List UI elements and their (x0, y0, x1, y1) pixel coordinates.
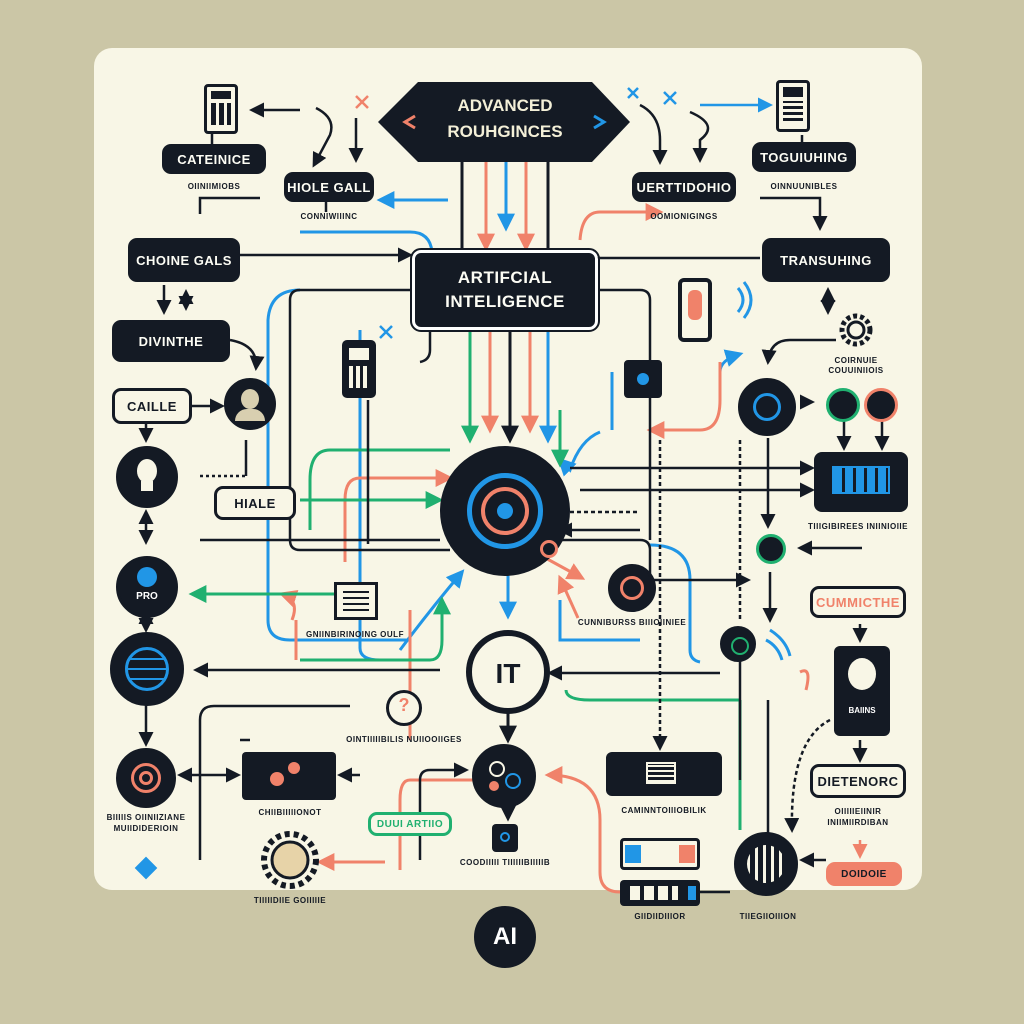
title-arrow-right (593, 114, 607, 130)
radar-icon[interactable] (608, 564, 656, 612)
document-icon[interactable] (334, 582, 378, 620)
screen-sub: GNIINBIRINOING OULF (306, 630, 404, 639)
processor-inner-ring-icon (481, 487, 529, 535)
red-tag[interactable]: DOIDOIE (826, 862, 902, 886)
phone-icon[interactable] (342, 340, 376, 398)
top-left-box[interactable]: CATEINICE (162, 144, 266, 174)
gear-bottom-icon (261, 831, 319, 889)
question-icon[interactable]: ? (386, 690, 422, 726)
green-tag[interactable]: DUUI ARTIIO (368, 812, 452, 836)
top-right-box[interactable]: TOGUIUHING (752, 142, 856, 172)
ai-badge-label: AI (493, 923, 517, 950)
mid-left-box[interactable]: HIOLE GALL (284, 172, 374, 202)
id-card-icon[interactable]: BAIINS (834, 646, 890, 736)
device-sub: CAMINNTOIIIOBILIK (621, 806, 707, 815)
media-device-icon[interactable] (606, 752, 722, 796)
top-right-sub: OINNUUNIBLES (770, 182, 838, 191)
diagnostics-sub: OIIIIIEIINIR INIIMIIRDIBAN (827, 807, 889, 827)
molecule-icon[interactable] (472, 744, 536, 808)
gear-sub: COIRNUIE COUUINIIOIS (828, 356, 884, 375)
orange-side-sub: BIIIIIS OIINIIZIANE MUIIDIDERIOIN (106, 813, 186, 833)
hiale-box[interactable]: HIALE (214, 486, 296, 520)
chip-icon[interactable] (738, 378, 796, 436)
title-line-2: ROUHGINCES (447, 122, 563, 141)
connective-box[interactable]: CUMMICTHE (810, 586, 906, 618)
title-line-1: ADVANCED (457, 96, 553, 115)
processor-core-dot (497, 503, 513, 519)
green-ring-icon[interactable] (756, 534, 786, 564)
processor-ring-icon (467, 473, 543, 549)
signal-node-icon[interactable] (720, 626, 756, 662)
core-line-1: ARTIFCIAL (457, 268, 553, 287)
bottom-far-right-sub: TIIEGIIOIIION (739, 912, 797, 921)
location-pin-icon[interactable] (864, 388, 898, 422)
card-sub: BAIINS (848, 706, 876, 715)
controller-icon[interactable] (620, 838, 700, 870)
globe-icon[interactable] (110, 632, 184, 706)
central-processor-icon[interactable] (440, 446, 570, 576)
keyboard-panel[interactable] (814, 452, 908, 512)
spiral-icon[interactable] (116, 748, 176, 808)
mid-center-sub: CUNNIBURSS BIIIOIINIEE (577, 618, 687, 627)
play-icon[interactable] (826, 388, 860, 422)
title-arrow-left (402, 114, 416, 130)
diagnostics-box[interactable]: DIETENORC (810, 764, 906, 798)
caille-box[interactable]: CAILLE (112, 388, 192, 424)
mid-right-sub: OOMIONIGINGS (650, 212, 718, 221)
fingerprint-scanner-icon[interactable] (678, 278, 712, 342)
core-box[interactable]: ARTIFCIAL INTELIGENCE (410, 248, 600, 332)
pro-label: PRO (136, 591, 158, 602)
orange-dots-panel[interactable] (242, 752, 336, 800)
trans-box[interactable]: TRANSUHING (762, 238, 890, 282)
dot-device-icon[interactable] (492, 824, 518, 852)
pro-node[interactable]: PRO (116, 556, 178, 618)
calculator-icon (204, 84, 238, 134)
dot-sub: COODIIIII TIIIIIIBIIIIIB (459, 858, 551, 867)
core-line-2: INTELIGENCE (445, 292, 565, 311)
user-avatar-icon[interactable] (224, 378, 276, 430)
title-banner-shape (378, 82, 630, 162)
divine-box[interactable]: DIVINTHE (112, 320, 230, 362)
circuit-dial-icon[interactable] (734, 832, 798, 896)
idea-bulb-icon[interactable] (116, 446, 178, 508)
terminal-icon (776, 80, 810, 132)
panel-sub: TIIIGIBIREES INIINIOIIE (808, 522, 908, 531)
mid-right-box[interactable]: UERTTIDOHIO (632, 172, 736, 202)
mid-left-sub: CONNIWIIINC (300, 212, 358, 221)
chome-box[interactable]: CHOINE GALS (128, 238, 240, 282)
toggle-icon[interactable] (624, 360, 662, 398)
bottom-right-sub: GIIDIIDIIIOR (634, 912, 686, 921)
processor-satellite-dot (540, 540, 558, 558)
orange-sub: CHIIBIIIIIONOT (258, 808, 322, 817)
battery-icon[interactable] (620, 880, 700, 906)
it-hub[interactable]: IT (466, 630, 550, 714)
question-sub: OINTIIIIIBILIS NUIIOOIIGES (346, 735, 462, 744)
top-left-sub: OIINIIMIOBS (187, 182, 241, 191)
it-hub-label: IT (495, 658, 521, 689)
ai-badge[interactable]: AI (474, 906, 536, 968)
gear-bottom-sub: TIIIIIDIIE GOIIIIIE (253, 896, 327, 905)
wifi-icon (736, 281, 792, 661)
gear-icon (839, 313, 873, 347)
